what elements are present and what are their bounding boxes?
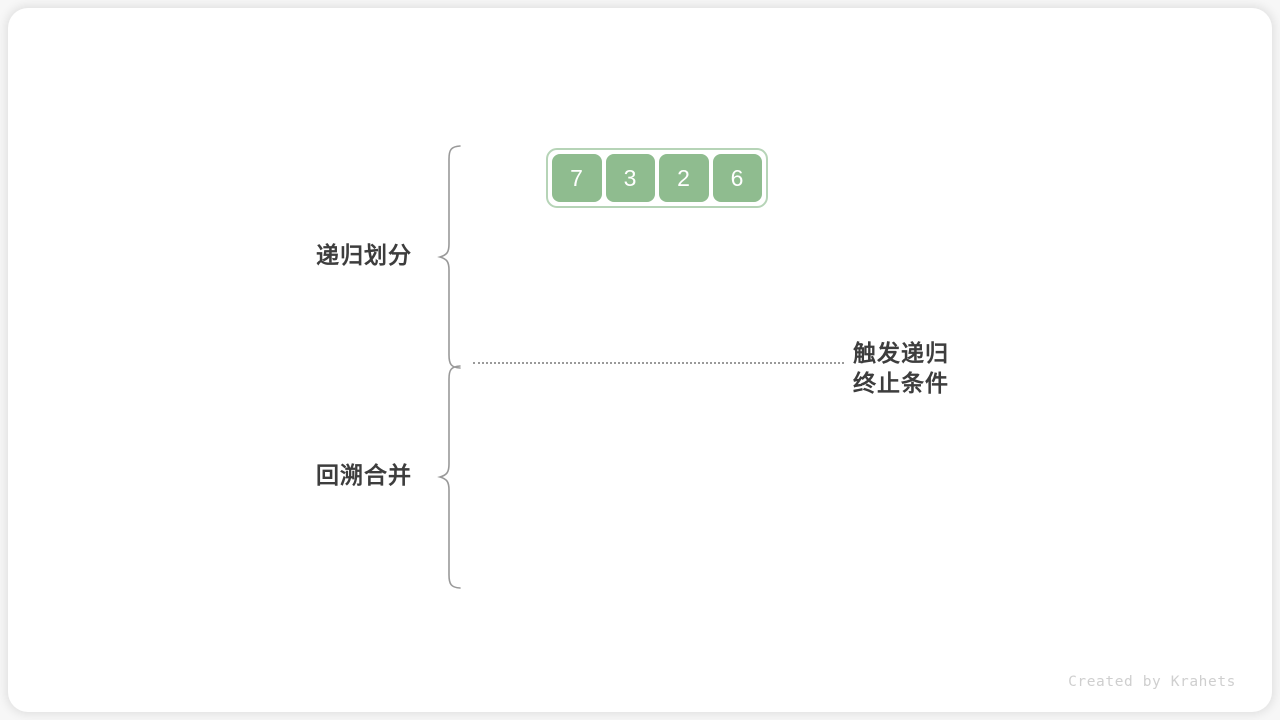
credit-text: Created by Krahets: [1068, 674, 1236, 690]
section-label-merge: 回溯合并: [316, 462, 412, 488]
brace-merge-icon: [437, 365, 461, 589]
annotation-line-2: 终止条件: [853, 370, 949, 396]
annotation-line-1: 触发递归: [853, 340, 949, 366]
dotted-divider: [473, 362, 844, 364]
array-container: 7 3 2 6: [546, 148, 768, 208]
array-cell: 3: [605, 154, 655, 202]
array-cell: 7: [552, 154, 602, 202]
brace-divide-icon: [437, 145, 461, 369]
slide-card: 7 3 2 6 递归划分 回溯合并 触发递归 终止条件 Created by K…: [8, 8, 1272, 712]
annotation-termination-condition: 触发递归 终止条件: [853, 338, 949, 398]
array-cell: 2: [659, 154, 709, 202]
array-cell: 6: [712, 154, 762, 202]
section-label-divide: 递归划分: [316, 242, 412, 268]
